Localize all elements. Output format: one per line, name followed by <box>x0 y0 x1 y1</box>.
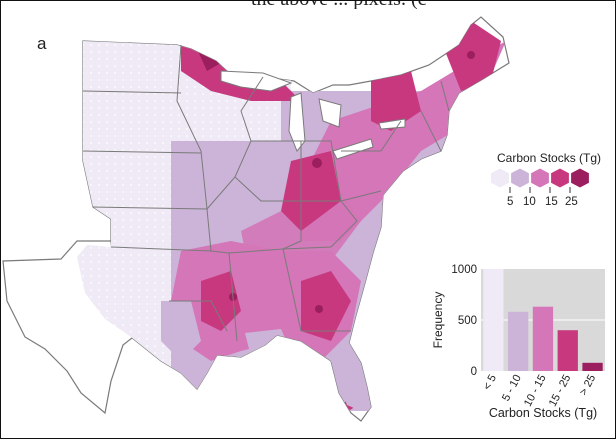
cropped-caption: the above ... pixels. (c <box>251 1 427 9</box>
lake-huron <box>318 98 342 128</box>
legend-tick-25: 25 <box>565 196 578 208</box>
legend-tick-labels: 5 10 15 25 <box>501 196 615 210</box>
bar-1 <box>508 311 529 371</box>
bar-4 <box>582 362 603 371</box>
cropped-caption-text: the above ... pixels. (c <box>251 1 615 9</box>
legend-swatch-0 <box>489 167 511 189</box>
legend-swatch-3 <box>549 167 571 189</box>
legend-tick-5: 5 <box>507 196 514 208</box>
lake-erie <box>332 138 374 160</box>
legend-tick-15: 15 <box>545 196 558 208</box>
y-tick-label-0: 0 <box>471 366 477 378</box>
legend-swatches <box>489 167 591 193</box>
bar-2 <box>532 306 554 371</box>
state-boundaries <box>82 44 450 342</box>
legend-swatch-1 <box>509 167 531 189</box>
legend-swatch-2 <box>529 167 551 189</box>
legend-title: Carbon Stocks (Tg) <box>497 151 602 165</box>
bar-0 <box>483 269 504 371</box>
x-axis-label: Carbon Stocks (Tg) <box>489 406 597 420</box>
lake-ontario <box>378 118 406 130</box>
legend-swatch-4 <box>569 167 591 189</box>
bar-3 <box>557 330 578 371</box>
panel-label: a <box>37 34 47 53</box>
y-tick-label-1000: 1000 <box>451 264 477 276</box>
legend-tick-10: 10 <box>523 196 536 208</box>
legend-ticks <box>509 187 571 193</box>
y-axis-label: Frequency <box>431 292 445 349</box>
y-tick-label-500: 500 <box>458 315 477 327</box>
lake-superior <box>220 70 293 92</box>
